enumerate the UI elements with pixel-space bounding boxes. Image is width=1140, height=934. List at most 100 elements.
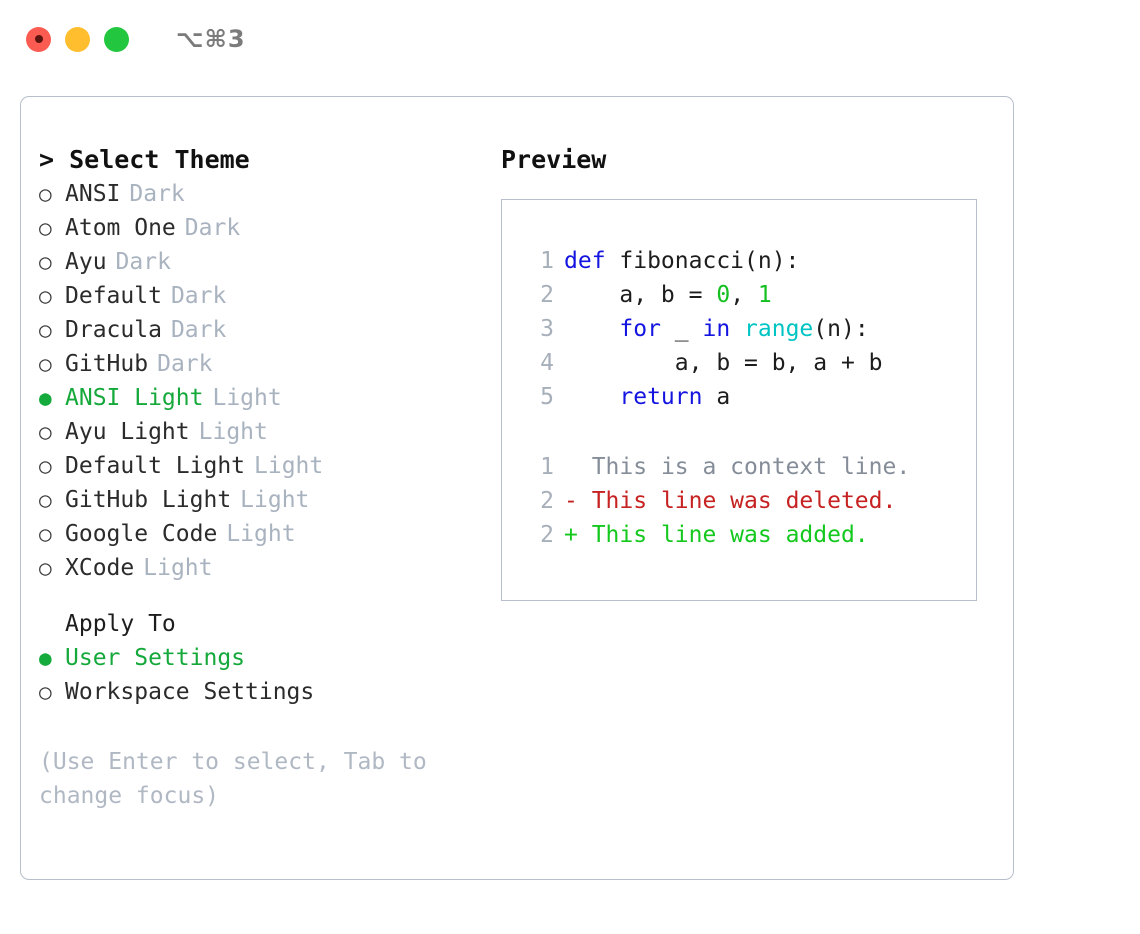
code-token-plain: _: [660, 316, 703, 342]
code-token-plain: a, b =: [564, 282, 717, 308]
theme-option-label: Google Code: [65, 521, 218, 547]
code-line: 2 a, b = 0, 1: [518, 278, 976, 312]
window-controls: [26, 26, 129, 52]
radio-selected-icon[interactable]: ●: [39, 386, 52, 410]
radio-unselected-icon[interactable]: ○: [39, 182, 52, 206]
theme-option-label: GitHub: [65, 351, 149, 377]
diff-line-number: 2: [540, 522, 554, 548]
theme-option-badge: Light: [198, 419, 268, 445]
code-line-number: 4: [540, 350, 554, 376]
diff-line-number: 1: [540, 454, 554, 480]
code-line-number: 2: [540, 282, 554, 308]
radio-unselected-icon[interactable]: ○: [39, 488, 52, 512]
code-token-plain: [564, 312, 619, 346]
code-token-plain: ,: [730, 282, 758, 308]
diff-marker: +: [564, 522, 578, 548]
apply-to-option-list: ● User Settings ○ Workspace Settings: [39, 641, 479, 709]
code-token-fn: range: [744, 316, 814, 342]
theme-option-label: ANSI: [65, 181, 121, 207]
diff-line-text: This line was added.: [577, 522, 869, 548]
code-line: 4 a, b = b, a + b: [518, 346, 976, 380]
theme-option-label: Default Light: [65, 453, 246, 479]
select-theme-heading: > Select Theme: [39, 145, 250, 174]
diff-line: 2- This line was deleted.: [518, 484, 976, 518]
apply-to-option-workspace-settings[interactable]: ○ Workspace Settings: [39, 675, 479, 709]
theme-option-badge: Dark: [115, 249, 171, 275]
radio-unselected-icon[interactable]: ○: [39, 454, 52, 478]
keyboard-shortcut-label: ⌥⌘3: [176, 25, 246, 53]
theme-option-github-light[interactable]: ○ GitHub Light Light: [39, 483, 479, 517]
theme-option-badge: Dark: [157, 351, 213, 377]
diff-marker: [564, 450, 578, 484]
theme-option-badge: Light: [226, 521, 296, 547]
maximize-button[interactable]: [104, 26, 129, 52]
code-token-kw: def: [564, 248, 606, 274]
theme-option-badge: Light: [254, 453, 324, 479]
diff-line: 2 + This line was added.: [518, 518, 976, 552]
title-bar: ⌥⌘3: [0, 0, 1140, 78]
code-token-plain: a, b = b, a + b: [564, 350, 883, 376]
minimize-button[interactable]: [65, 26, 90, 52]
diff-line-number: 2: [540, 488, 554, 514]
close-button[interactable]: [26, 26, 51, 52]
radio-unselected-icon[interactable]: ○: [39, 352, 52, 376]
theme-option-badge: Dark: [170, 283, 227, 309]
theme-option-label: Atom One: [65, 215, 176, 241]
radio-unselected-icon[interactable]: ○: [39, 522, 52, 546]
code-line-number: 5: [540, 384, 554, 410]
code-token-plain: [564, 380, 619, 414]
theme-option-label: Ayu: [65, 249, 107, 275]
code-line-number: 1: [540, 248, 554, 274]
theme-option-google-code[interactable]: ○ Google Code Light: [39, 517, 479, 551]
code-line: 5 return a: [518, 380, 976, 414]
theme-option-label: XCode: [65, 555, 135, 581]
radio-unselected-icon[interactable]: ○: [39, 556, 52, 580]
code-token-plain: [730, 312, 744, 346]
keyboard-hint-text: (Use Enter to select, Tab to change focu…: [39, 749, 427, 809]
code-token-num: 0: [716, 282, 731, 308]
diff-line: 1 This is a context line.: [518, 450, 976, 484]
radio-unselected-icon[interactable]: ○: [39, 680, 52, 704]
theme-option-dracula[interactable]: ○ Dracula Dark: [39, 313, 479, 347]
theme-option-badge: Dark: [170, 317, 227, 343]
radio-unselected-icon[interactable]: ○: [39, 216, 52, 240]
apply-to-heading: Apply To: [65, 611, 176, 637]
radio-unselected-icon[interactable]: ○: [39, 420, 52, 444]
apply-to-option-label: User Settings: [65, 645, 246, 671]
apply-to-option-user-settings[interactable]: ● User Settings: [39, 641, 479, 675]
code-line-number: 3: [540, 316, 554, 342]
theme-option-label: GitHub Light: [65, 487, 232, 513]
theme-option-badge: Light: [240, 487, 310, 513]
code-token-num: 1: [757, 282, 772, 308]
theme-option-ayu-light[interactable]: ○ Ayu Light Light: [39, 415, 479, 449]
theme-option-label: Default: [65, 283, 162, 309]
theme-option-ayu[interactable]: ○ Ayu Dark: [39, 245, 479, 279]
apply-to-option-label: Workspace Settings: [65, 679, 315, 705]
theme-option-xcode[interactable]: ○ XCode Light: [39, 551, 479, 585]
radio-unselected-icon[interactable]: ○: [39, 284, 52, 308]
diff-line-text: This line was deleted.: [577, 488, 897, 514]
theme-option-default[interactable]: ○ Default Dark: [39, 279, 479, 313]
diff-marker: -: [564, 488, 578, 514]
code-token-kw: in: [702, 316, 731, 342]
theme-option-badge: Light: [143, 555, 213, 581]
radio-selected-icon[interactable]: ●: [39, 646, 52, 670]
theme-option-label: ANSI Light: [65, 385, 204, 411]
code-line: 3 for _ in range(n):: [518, 312, 976, 346]
theme-option-github[interactable]: ○ GitHub Dark: [39, 347, 479, 381]
theme-option-default-light[interactable]: ○ Default Light Light: [39, 449, 479, 483]
radio-unselected-icon[interactable]: ○: [39, 318, 52, 342]
radio-unselected-icon[interactable]: ○: [39, 250, 52, 274]
theme-option-label: Ayu Light: [65, 419, 190, 445]
theme-option-label: Dracula: [65, 317, 162, 343]
